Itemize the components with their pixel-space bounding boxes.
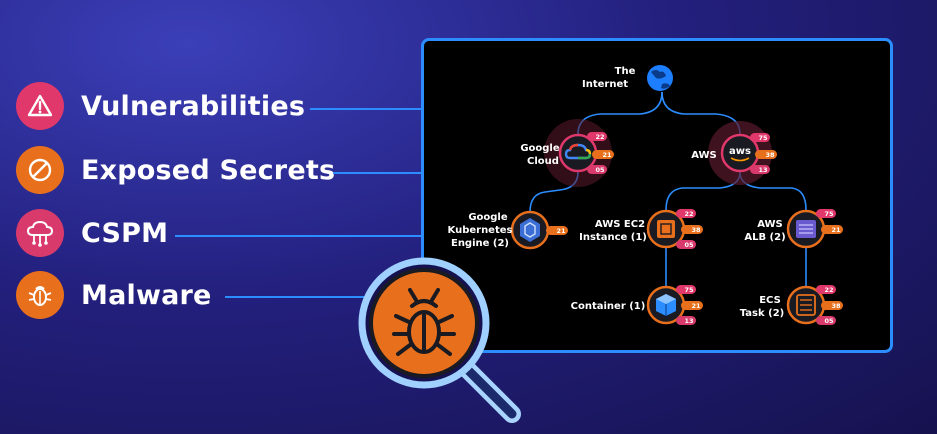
magnifier-bug-graphic (358, 257, 521, 423)
svg-text:75: 75 (758, 134, 768, 142)
aws-label: AWS (691, 150, 717, 161)
gke-label-line3: Engine (2) (451, 238, 509, 249)
svg-text:75: 75 (684, 286, 694, 294)
badge-secrets: 21 (681, 301, 703, 310)
svg-text:05: 05 (595, 166, 605, 174)
badge-cspm: 13 (676, 316, 696, 325)
ecs-task-label-line2: Task (2) (740, 308, 784, 319)
badge-vulnerabilities: 75 (676, 285, 696, 294)
svg-text:aws: aws (729, 146, 751, 157)
google-cloud-label-line1: Google (520, 143, 560, 154)
svg-text:13: 13 (758, 166, 767, 174)
badge-vulnerabilities: 75 (750, 133, 770, 142)
badge-cspm: 13 (750, 165, 770, 174)
connector-line (225, 296, 375, 298)
svg-text:38: 38 (831, 302, 841, 310)
svg-text:22: 22 (684, 210, 693, 218)
aws-ec2-label-line2: Instance (1) (579, 232, 647, 243)
warning-triangle-icon (16, 82, 64, 130)
gke-label-line1: Google (468, 212, 508, 223)
aws-icon: aws (729, 146, 751, 162)
badge-cspm: 05 (587, 165, 607, 174)
badge-secrets: 38 (821, 301, 843, 310)
chip-icon (657, 220, 675, 238)
badge-cspm: 05 (816, 316, 836, 325)
category-label: Exposed Secrets (81, 154, 336, 186)
node-gke: Google Kubernetes Engine (2) 21 (448, 210, 568, 250)
connector-line (310, 108, 422, 110)
ecs-task-label-line1: ECS (759, 295, 781, 306)
badge-secrets: 21 (821, 225, 843, 234)
node-aws-alb: AWS ALB (2) 75 21 (744, 209, 843, 249)
google-cloud-icon (564, 143, 592, 160)
bug-icon (392, 288, 456, 356)
badge-secrets: 21 (592, 150, 614, 159)
svg-text:21: 21 (556, 227, 566, 235)
svg-text:21: 21 (691, 302, 701, 310)
svg-text:21: 21 (831, 226, 841, 234)
google-cloud-label-line2: Cloud (527, 156, 559, 167)
connector-line (333, 172, 422, 174)
node-aws: aws AWS 75 38 13 (691, 121, 777, 185)
internet-label-line2: Internet (582, 79, 628, 90)
badge-cspm: 05 (676, 240, 696, 249)
category-cspm: CSPM (16, 209, 168, 257)
aws-alb-label-line1: AWS (757, 219, 783, 230)
gke-label-line2: Kubernetes (448, 225, 513, 236)
svg-text:05: 05 (684, 241, 694, 249)
connector-line (175, 235, 422, 237)
category-malware: Malware (16, 271, 212, 319)
container-label: Container (1) (571, 301, 646, 312)
svg-text:05: 05 (824, 317, 834, 325)
container-cube-icon (656, 294, 676, 316)
badge-secrets: 21 (546, 226, 568, 235)
badge-secrets: 38 (681, 225, 703, 234)
prohibited-icon (16, 146, 64, 194)
category-exposed-secrets: Exposed Secrets (16, 146, 335, 194)
svg-text:38: 38 (765, 151, 775, 159)
aws-alb-label-line2: ALB (2) (744, 232, 785, 243)
badge-vulnerabilities: 75 (816, 209, 836, 218)
badge-secrets: 38 (755, 150, 777, 159)
category-label: Malware (81, 279, 212, 311)
badge-vulnerabilities: 22 (676, 209, 696, 218)
node-aws-ec2: AWS EC2 Instance (1) 22 38 05 (579, 209, 703, 249)
node-ecs-task: ECS Task (2) 22 38 05 (740, 285, 843, 325)
internet-label-line1: The (615, 66, 636, 77)
svg-text:75: 75 (824, 210, 834, 218)
svg-text:38: 38 (691, 226, 701, 234)
svg-text:13: 13 (684, 317, 693, 325)
category-label: Vulnerabilities (81, 90, 306, 122)
category-label: CSPM (81, 217, 169, 249)
node-container: Container (1) 75 21 13 (571, 285, 703, 325)
category-vulnerabilities: Vulnerabilities (16, 82, 305, 130)
task-list-icon (796, 294, 816, 316)
badge-vulnerabilities: 22 (587, 132, 607, 141)
bug-icon (16, 271, 64, 319)
svg-text:22: 22 (595, 133, 604, 141)
badge-vulnerabilities: 22 (816, 285, 836, 294)
load-balancer-icon (796, 220, 816, 238)
aws-ec2-label-line1: AWS EC2 (595, 219, 645, 230)
node-internet: The Internet (582, 65, 673, 91)
node-google-cloud: Google Cloud 22 21 05 (520, 119, 614, 187)
kubernetes-icon (520, 218, 540, 242)
svg-text:21: 21 (602, 151, 612, 159)
cloud-network-icon (16, 209, 64, 257)
svg-text:22: 22 (824, 286, 833, 294)
